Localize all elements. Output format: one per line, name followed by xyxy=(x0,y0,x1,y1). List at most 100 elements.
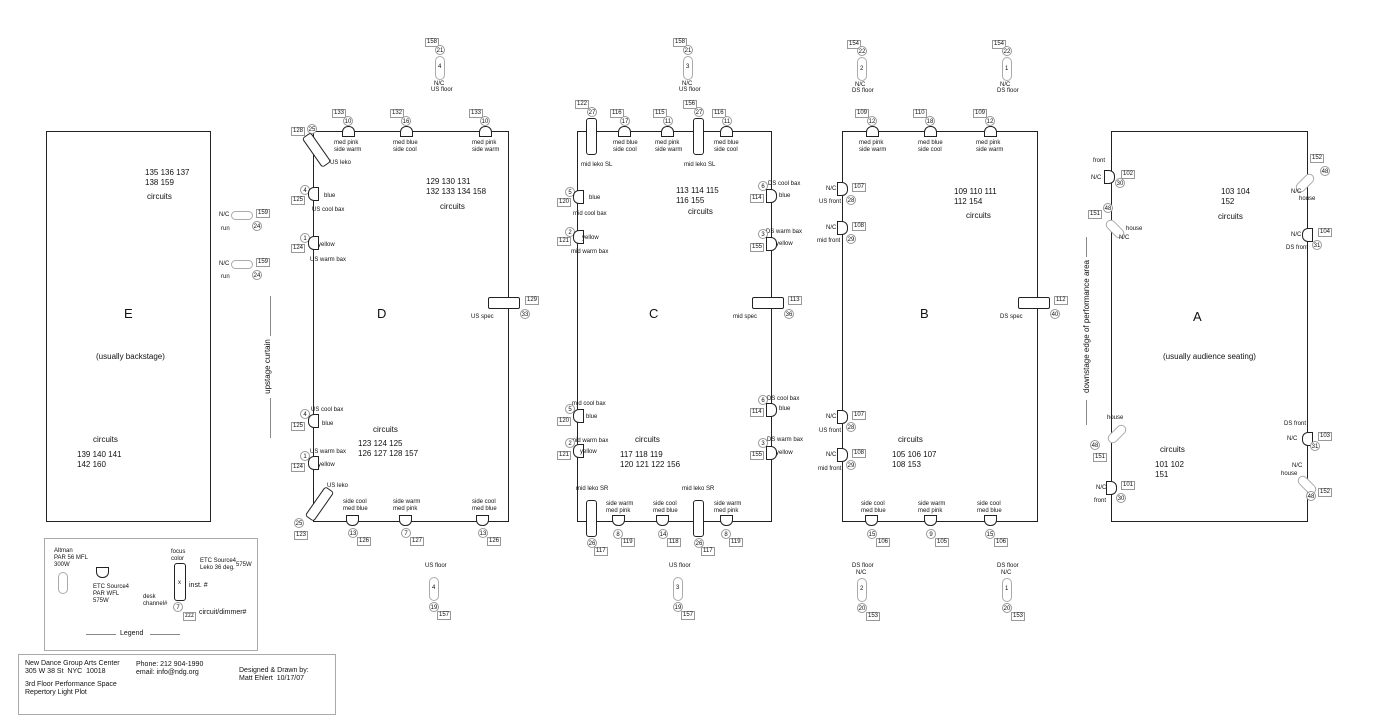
dimmer-circle: 17 xyxy=(620,116,630,126)
par-instrument-icon xyxy=(400,126,413,137)
circuit-box: 154 xyxy=(992,40,1007,49)
par-instrument-icon xyxy=(612,515,625,526)
front-nc: N/C xyxy=(826,452,837,458)
run-label: run xyxy=(221,226,230,232)
circuit-box: 127 xyxy=(410,537,425,546)
title-designer: Designed & Drawn by: Matt Ehlert 10/17/0… xyxy=(239,667,309,682)
floor-unit-label: DS floor xyxy=(997,88,1019,94)
circuit-box: 154 xyxy=(847,40,862,49)
circuit-box: 109 xyxy=(973,109,988,118)
par-instrument-icon xyxy=(720,126,733,137)
dimmer-circle: 10 xyxy=(343,116,353,126)
area-d xyxy=(313,131,509,522)
area-d-circuits-bot: 123 124 125 126 127 128 157 xyxy=(358,439,419,458)
par-instrument-icon xyxy=(865,515,878,526)
dimmer-circle: 40 xyxy=(1050,309,1060,319)
floor-unit-num: 1 xyxy=(1005,586,1009,592)
leko-instrument-icon xyxy=(693,118,704,155)
area-c-circuits-label-top: circuits xyxy=(688,207,713,216)
leko-label: mid leko SR xyxy=(682,486,715,492)
run-label: run xyxy=(221,274,230,280)
par-instrument-icon xyxy=(1106,481,1117,495)
dimmer-circle: 1 xyxy=(300,451,310,461)
dimmer-circle: 12 xyxy=(867,116,877,126)
title-block xyxy=(18,654,336,715)
front-label: front xyxy=(1093,158,1106,164)
color-label: blue xyxy=(589,195,601,201)
bax-label: DS warm bax xyxy=(766,229,803,235)
dimmer-circle: 26 xyxy=(587,538,597,548)
legend-source4-leko-label: ETC Source4 Leko 36 deg. xyxy=(200,558,237,571)
area-a-circuits-label-top: circuits xyxy=(1218,212,1243,221)
color-label: blue xyxy=(324,193,336,199)
area-b-letter: B xyxy=(920,306,929,321)
dimmer-circle: 3 xyxy=(758,438,768,448)
dimmer-circle: 6 xyxy=(758,181,768,191)
color-label: med pink side warm xyxy=(334,140,362,153)
par-instrument-icon xyxy=(661,126,674,137)
circuit-box: 110 xyxy=(913,109,927,118)
color-label: side cool med blue xyxy=(343,499,368,512)
par-instrument-icon xyxy=(573,190,584,204)
leko-label: mid leko SR xyxy=(576,486,609,492)
circuit-box: 112 xyxy=(1054,296,1068,305)
dimmer-circle: 15 xyxy=(985,529,995,539)
floor-unit-label: DS floor xyxy=(852,563,874,569)
legend-circuit-dimmer: circuit/dimmer# xyxy=(199,609,247,616)
downstage-rule-bot xyxy=(1086,400,1087,425)
front-nc: N/C xyxy=(1096,485,1107,491)
dimmer-circle: 16 xyxy=(401,116,411,126)
front-nc: N/C xyxy=(1091,175,1102,181)
dimmer-circle: 30 xyxy=(1116,493,1126,503)
par-instrument-icon xyxy=(766,446,777,460)
circuit-box: 155 xyxy=(750,243,765,252)
floor-unit-num: 2 xyxy=(860,66,864,72)
legend-rule-left xyxy=(86,634,116,635)
par-instrument-icon xyxy=(308,414,319,428)
circuit-box: 117 xyxy=(594,547,608,556)
run-nc: N/C xyxy=(219,212,230,218)
floor-unit-icon xyxy=(857,57,867,81)
circuit-box: 119 xyxy=(621,538,635,547)
bax-label: DS cool bax xyxy=(768,181,801,187)
dimmer-circle: 29 xyxy=(846,460,856,470)
floor-unit-icon xyxy=(435,56,445,80)
circuit-box: 107 xyxy=(852,183,867,192)
dimmer-circle: 9 xyxy=(926,529,936,539)
circuit-box: 151 xyxy=(1088,210,1103,219)
spec-label: mid spec xyxy=(733,314,758,320)
legend-dimmer-circle: 7 xyxy=(173,602,183,612)
color-label: side warm med pink xyxy=(393,499,421,512)
color-label: side cool med blue xyxy=(653,501,678,514)
dimmer-circle: 26 xyxy=(694,538,704,548)
area-e-circuits-label-bot: circuits xyxy=(93,435,118,444)
dimmer-circle: 8 xyxy=(721,529,731,539)
circuit-box: 114 xyxy=(750,408,764,417)
dimmer-circle: 22 xyxy=(857,46,867,56)
floor-unit-label: US floor xyxy=(669,563,691,569)
floor-unit-label: US floor xyxy=(431,87,453,93)
circuit-box: 115 xyxy=(653,109,667,118)
legend-inst-num: inst. # xyxy=(189,582,208,589)
floor-unit-label: DS floor xyxy=(852,88,874,94)
front-label: front xyxy=(1094,498,1107,504)
floor-unit-nc: N/C xyxy=(434,81,445,87)
front-label: US front xyxy=(819,428,842,434)
dimmer-circle: 30 xyxy=(1115,178,1125,188)
bax-label: mid warm bax xyxy=(571,438,609,444)
house-nc: N/C xyxy=(1119,235,1130,241)
dimmer-circle: 27 xyxy=(587,107,597,117)
circuit-box: 116 xyxy=(610,109,624,118)
circuit-box: 152 xyxy=(1310,154,1325,163)
spec-instrument-icon xyxy=(1018,297,1050,309)
circuit-box: 125 xyxy=(291,196,306,205)
circuit-box: 153 xyxy=(1011,612,1026,621)
front-nc: N/C xyxy=(826,414,837,420)
legend-leko-x: x xyxy=(178,580,181,586)
area-d-letter: D xyxy=(377,306,387,321)
circuit-box: 102 xyxy=(1121,170,1136,179)
par-instrument-icon xyxy=(720,515,733,526)
color-label: med pink side warm xyxy=(655,140,683,153)
par-instrument-icon xyxy=(1104,170,1115,184)
circuit-box: 118 xyxy=(667,538,681,547)
